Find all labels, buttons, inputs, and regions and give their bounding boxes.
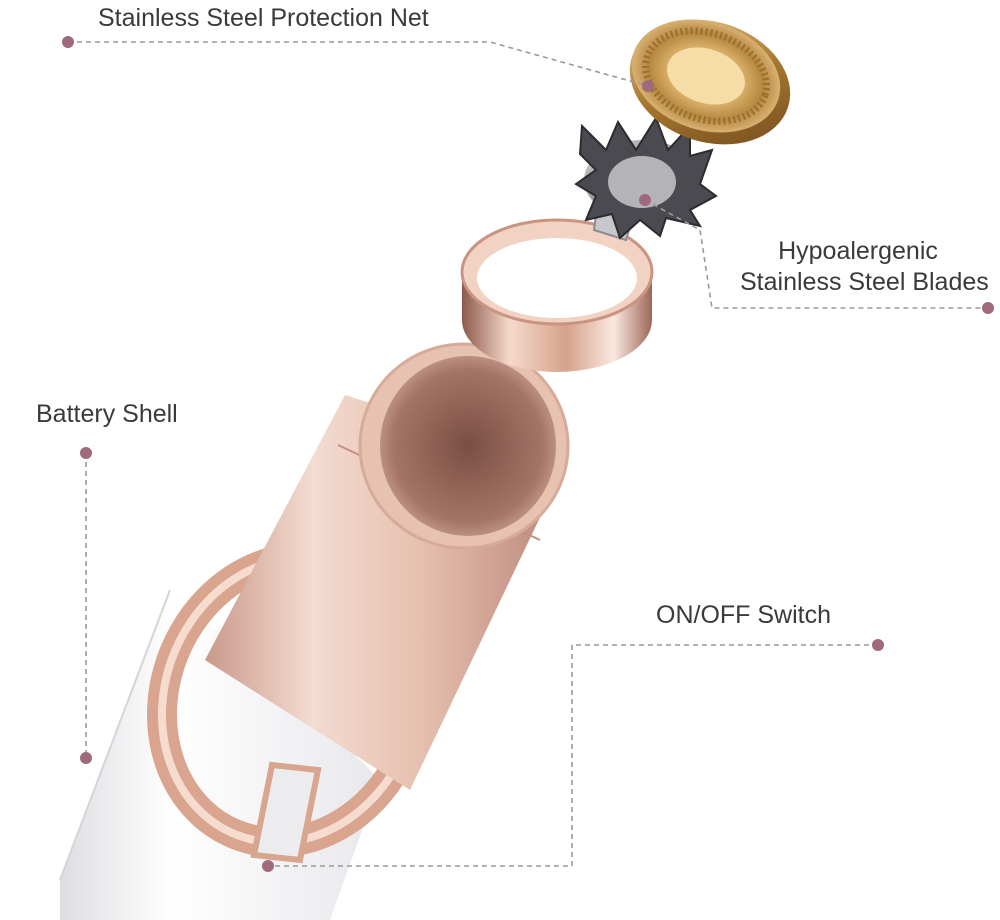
battery-shell-label: Battery Shell (36, 400, 178, 428)
callout-line-blades (644, 199, 988, 309)
callout-dot-net-start (62, 36, 74, 48)
callout-dot-switch-start (872, 639, 884, 651)
rose-gold-ring (460, 218, 654, 372)
callout-dot-blades-start (639, 194, 651, 206)
callout-dot-net-end (642, 80, 654, 92)
callout-line-net (68, 41, 649, 87)
callout-dot-switch-end (262, 860, 274, 872)
callout-lines (68, 41, 988, 867)
protection-net-label: Stainless Steel Protection Net (98, 4, 429, 32)
blades-label-line2: Stainless Steel Blades (740, 268, 989, 296)
switch-label: ON/OFF Switch (656, 601, 832, 629)
callout-dot-blades-end (982, 302, 994, 314)
blades-label: Hypoalergenic Stainless Steel Blades (740, 236, 989, 298)
battery-shell-tube (205, 342, 570, 790)
blades-label-line1: Hypoalergenic (778, 237, 938, 265)
blade-assembly (574, 115, 718, 242)
switch-window (250, 761, 322, 864)
callout-line-switch (268, 644, 878, 867)
protection-net-disc (629, 19, 791, 145)
callout-dots (62, 36, 994, 872)
callout-dot-shell-start (80, 447, 92, 459)
callout-dot-shell-end (80, 752, 92, 764)
